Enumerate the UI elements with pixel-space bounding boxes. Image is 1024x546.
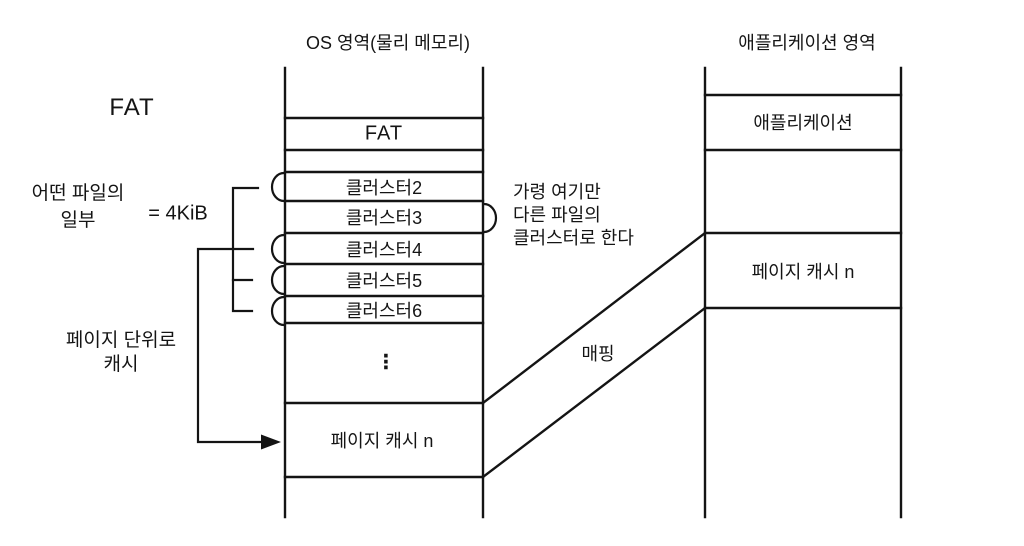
fat-row-label: FAT — [364, 122, 404, 145]
os-area-header: OS 영역(물리 메모리) — [306, 33, 470, 53]
file-part-line2: 일부 — [60, 210, 96, 231]
cluster3-other-file-hook-arc — [482, 202, 498, 234]
cluster-size-annotation: = 4KiB — [148, 202, 208, 225]
cluster-hook-arcs — [270, 171, 498, 327]
cluster2-hook-arc — [270, 171, 286, 203]
application-column-grid — [703, 66, 903, 519]
cluster4-hook-arc — [270, 233, 286, 265]
os-memory-column-grid — [283, 66, 485, 519]
page-unit-line1: 페이지 단위로 — [65, 330, 177, 351]
cluster5-row-label: 클러스터5 — [345, 271, 423, 291]
mapping-lines — [481, 231, 707, 479]
cluster6-row-label: 클러스터6 — [345, 301, 423, 321]
other-file-line1: 가령 여기만 — [513, 182, 601, 202]
other-file-line3: 클러스터로 한다 — [513, 228, 634, 248]
cluster6-hook-arc — [270, 295, 286, 327]
arrow-head-icon — [261, 434, 281, 450]
fat-diagram-title: FAT — [109, 94, 155, 121]
other-file-cluster-annotation: 가령 여기만 다른 파일의 클러스터로 한다 — [513, 181, 634, 250]
os-page-cache-row-label: 페이지 캐시 n — [330, 431, 434, 451]
page-unit-cache-annotation: 페이지 단위로 캐시 — [66, 329, 176, 377]
file-part-annotation: 어떤 파일의 일부 — [32, 180, 125, 234]
other-file-line2: 다른 파일의 — [513, 205, 601, 225]
application-row-label: 애플리케이션 — [753, 113, 853, 133]
page-unit-line2: 캐시 — [103, 354, 139, 375]
mapping-label: 매핑 — [581, 344, 615, 364]
application-area-header: 애플리케이션 영역 — [738, 33, 876, 53]
cluster4-row-label: 클러스터4 — [345, 240, 423, 260]
cluster3-row-label: 클러스터3 — [345, 208, 423, 228]
ellipsis-row-label: ⋮ — [376, 351, 396, 374]
cluster2-row-label: 클러스터2 — [345, 178, 423, 198]
cluster5-hook-arc — [270, 264, 286, 296]
page-cache-bracket-arrow — [196, 247, 281, 450]
file-part-line1: 어떤 파일의 — [31, 183, 125, 204]
app-page-cache-row-label: 페이지 캐시 n — [751, 262, 855, 282]
